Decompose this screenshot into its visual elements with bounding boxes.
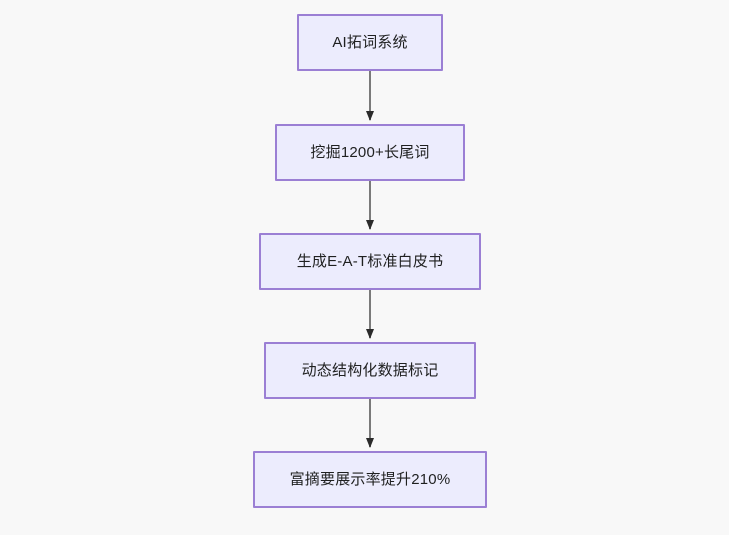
flowchart-node-rich-snippet-impression-uplift[interactable]: 富摘要展示率提升210%	[253, 451, 487, 508]
node-label: AI拓词系统	[332, 33, 408, 51]
node-label: 挖掘1200+长尾词	[310, 143, 430, 161]
flowchart-node-generate-eat-whitepaper[interactable]: 生成E-A-T标准白皮书	[259, 233, 481, 290]
node-label: 动态结构化数据标记	[301, 361, 439, 379]
flowchart-node-dynamic-structured-data-markup[interactable]: 动态结构化数据标记	[264, 342, 476, 399]
flowchart-node-ai-keyword-system[interactable]: AI拓词系统	[297, 14, 443, 71]
flowchart-node-mine-longtail-keywords[interactable]: 挖掘1200+长尾词	[275, 124, 465, 181]
node-label: 生成E-A-T标准白皮书	[296, 252, 444, 270]
node-label: 富摘要展示率提升210%	[289, 470, 451, 488]
